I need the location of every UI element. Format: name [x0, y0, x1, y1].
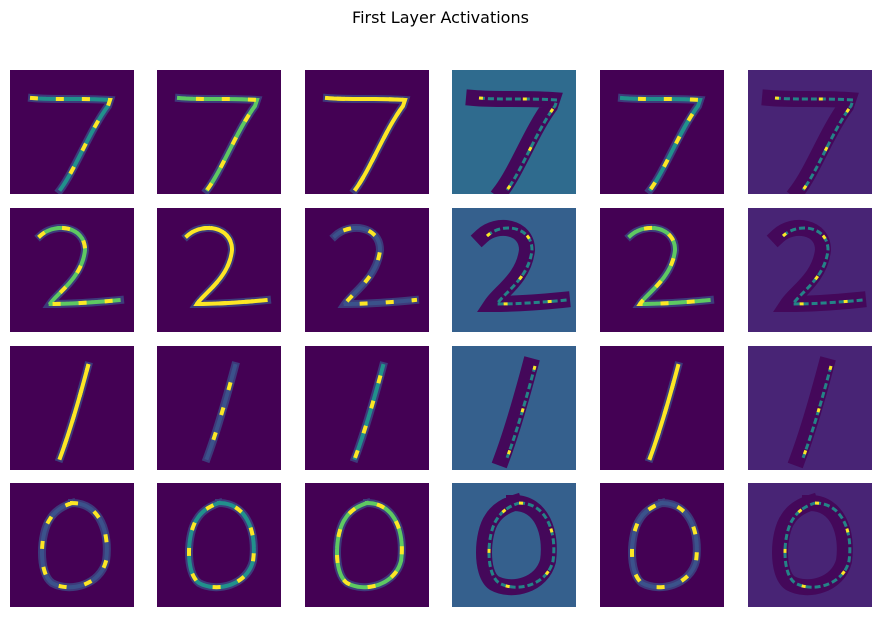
- figure-title: First Layer Activations: [352, 8, 529, 27]
- digit-silhouette: [476, 492, 557, 596]
- activation-image: [10, 70, 134, 194]
- digit-silhouette: [491, 356, 540, 469]
- activation-map-r2-c4: [452, 208, 576, 332]
- activation-map-r1-c2: [157, 70, 281, 194]
- digit-stroke: [352, 363, 386, 461]
- activation-map-r4-c2: [157, 483, 281, 607]
- activation-map-r3-c6: [748, 346, 872, 470]
- digit-stroke-peak: [627, 226, 713, 307]
- map-background: [10, 346, 134, 470]
- activation-map-r1-c4: [452, 70, 576, 194]
- digit-stroke-peak: [176, 95, 260, 193]
- activation-image: [452, 483, 576, 607]
- digit-edge-peak: [487, 501, 556, 589]
- activation-map-r3-c3: [305, 346, 429, 470]
- activation-map-r4-c1: [10, 483, 134, 607]
- activation-map-r3-c4: [452, 346, 576, 470]
- map-background: [600, 346, 724, 470]
- activation-map-r1-c5: [600, 70, 724, 194]
- digit-edge: [774, 96, 856, 191]
- activation-map-r2-c6: [748, 208, 872, 332]
- digit-stroke-peak: [204, 363, 238, 461]
- digit-silhouette: [772, 492, 853, 596]
- digit-edge-peak: [783, 501, 852, 589]
- activation-image: [10, 208, 134, 332]
- activation-image: [305, 346, 429, 470]
- activation-image: [600, 483, 724, 607]
- activation-map-r3-c1: [10, 346, 134, 470]
- activation-image: [157, 70, 281, 194]
- map-background: [305, 346, 429, 470]
- activation-image: [157, 346, 281, 470]
- digit-stroke: [332, 226, 418, 307]
- activation-map-r4-c3: [305, 483, 429, 607]
- activation-map-r4-c6: [748, 483, 872, 607]
- digit-stroke-peak: [187, 500, 256, 590]
- activation-image: [157, 208, 281, 332]
- digit-edge: [478, 96, 560, 191]
- digit-edge: [781, 226, 864, 306]
- map-background: [157, 346, 281, 470]
- activation-image: [452, 208, 576, 332]
- activation-image: [305, 70, 429, 194]
- activation-map-r4-c5: [600, 483, 724, 607]
- activation-map-r1-c1: [10, 70, 134, 194]
- activation-image: [600, 346, 724, 470]
- digit-stroke-peak: [630, 500, 699, 590]
- activation-map-r1-c3: [305, 70, 429, 194]
- activation-image: [10, 346, 134, 470]
- digit-stroke: [324, 95, 408, 193]
- activation-image: [452, 346, 576, 470]
- digit-stroke-peak: [184, 226, 270, 307]
- activation-map-r3-c5: [600, 346, 724, 470]
- digit-stroke-peak: [37, 226, 123, 307]
- activation-image: [10, 483, 134, 607]
- activation-map-r2-c5: [600, 208, 724, 332]
- activation-image: [305, 208, 429, 332]
- activation-image: [157, 483, 281, 607]
- digit-stroke: [57, 363, 91, 461]
- activation-image: [748, 483, 872, 607]
- activation-image: [748, 70, 872, 194]
- digit-edge: [801, 365, 833, 459]
- digit-edge: [505, 365, 537, 459]
- digit-stroke-peak: [647, 363, 681, 461]
- digit-stroke: [40, 500, 109, 590]
- activation-image: [305, 483, 429, 607]
- activation-map-r2-c2: [157, 208, 281, 332]
- digit-silhouette: [787, 356, 836, 469]
- activation-image: [748, 208, 872, 332]
- activation-map-r2-c1: [10, 208, 134, 332]
- activation-image: [600, 70, 724, 194]
- activation-map-r3-c2: [157, 346, 281, 470]
- activation-image: [452, 70, 576, 194]
- digit-stroke-peak: [335, 500, 404, 590]
- activation-image: [600, 208, 724, 332]
- activation-map-r4-c4: [452, 483, 576, 607]
- activation-map-r1-c6: [748, 70, 872, 194]
- digit-stroke-peak: [29, 95, 113, 193]
- digit-edge: [485, 226, 568, 306]
- digit-stroke-peak: [619, 95, 703, 193]
- activation-map-r2-c3: [305, 208, 429, 332]
- activation-image: [748, 346, 872, 470]
